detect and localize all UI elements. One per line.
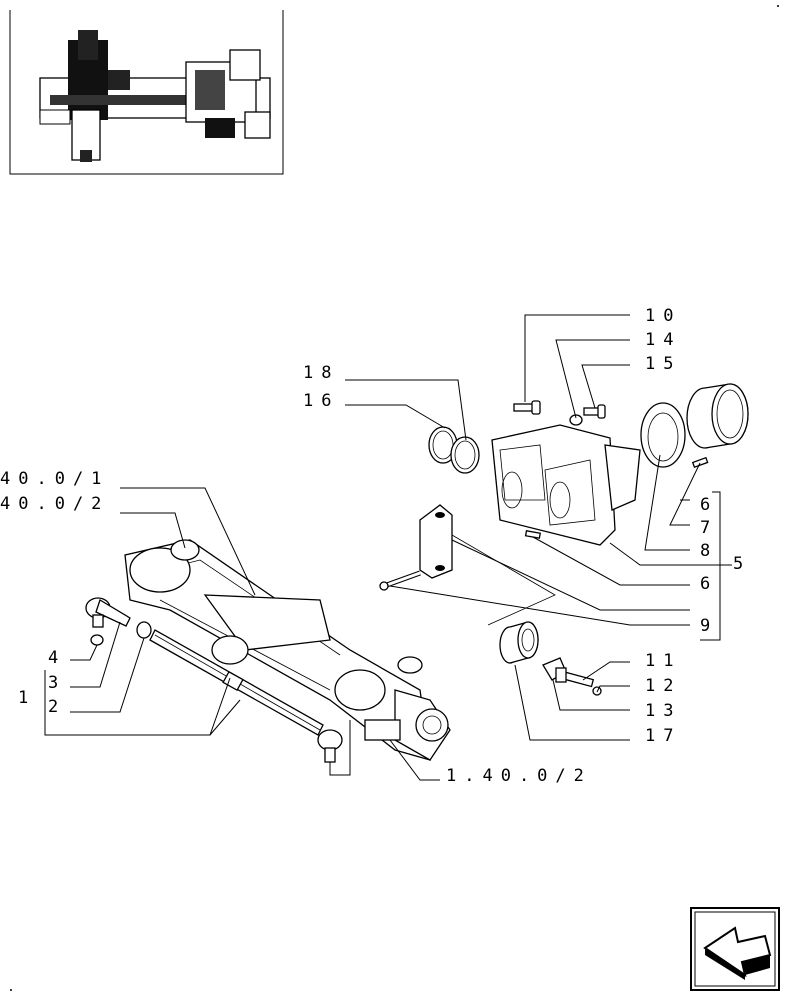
coupling-17 — [499, 621, 539, 664]
front-axle-assembly — [124, 539, 451, 761]
nut-4 — [90, 634, 104, 646]
callout-1: 1 — [18, 688, 36, 708]
callout-9: 9 — [700, 616, 718, 636]
callout-labels: 10 14 15 18 16 6 7 8 5 6 9 11 12 13 17 4… — [0, 306, 751, 786]
callout-15: 15 — [645, 354, 681, 374]
bolt-long — [379, 570, 421, 591]
tie-rod — [85, 597, 343, 763]
washer-14 — [569, 414, 583, 426]
callout-16: 16 — [303, 391, 339, 411]
callout-7: 7 — [700, 518, 718, 538]
callout-14: 14 — [645, 330, 681, 350]
callout-8: 8 — [700, 541, 718, 561]
tie-rod-end-left — [85, 597, 131, 628]
sensor-bracket — [542, 657, 602, 696]
bushing — [686, 383, 749, 449]
callout-11: 11 — [645, 651, 681, 671]
axle-thumbnail — [9, 10, 284, 175]
bearing-cup — [640, 402, 686, 468]
callout-5: 5 — [733, 554, 751, 574]
callout-3: 3 — [48, 673, 66, 693]
callout-4: 4 — [48, 648, 66, 668]
back-arrow-icon[interactable] — [690, 907, 780, 991]
callout-6a: 6 — [700, 495, 718, 515]
callout-6b: 6 — [700, 574, 718, 594]
snap-rings — [428, 426, 480, 474]
callout-18: 18 — [303, 363, 339, 383]
callout-2: 2 — [48, 697, 66, 717]
callout-12: 12 — [645, 676, 681, 696]
ref-40-0-1: 40.0/1 — [0, 469, 109, 489]
differential-housing-group — [379, 383, 749, 696]
bolt-10 — [513, 400, 541, 415]
callout-10: 10 — [645, 306, 681, 326]
bolt-15 — [583, 404, 606, 419]
callout-13: 13 — [645, 701, 681, 721]
tie-rod-end-right — [317, 729, 343, 763]
ref-1-40-0-2: 1.40.0/2 — [446, 766, 592, 786]
leader-lines — [44, 314, 732, 781]
callout-17: 17 — [645, 726, 681, 746]
clamp-bracket — [419, 504, 453, 579]
ref-40-0-2: 40.0/2 — [0, 494, 109, 514]
clamp-2 — [136, 621, 152, 639]
